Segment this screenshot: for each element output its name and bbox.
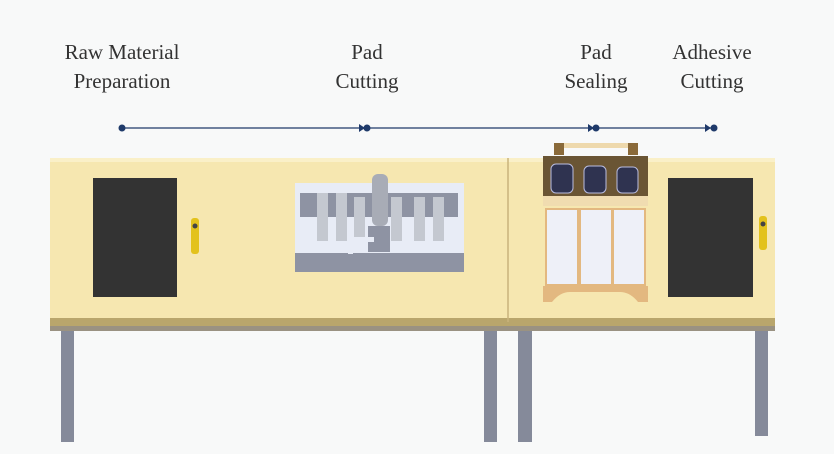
label-line: Preparation	[73, 69, 171, 93]
label-line: Pad	[351, 40, 383, 64]
timeline	[118, 124, 718, 132]
label-line: Cutting	[335, 69, 399, 93]
legs	[61, 330, 768, 442]
left-door-handle	[191, 218, 199, 254]
right-door-handle	[759, 216, 767, 250]
label-line: Cutting	[680, 69, 744, 93]
left-door-panel	[93, 178, 177, 297]
label-line: Raw Material	[64, 40, 180, 64]
label-line: Pad	[580, 40, 612, 64]
label-line: Adhesive	[672, 40, 752, 64]
pad-sealing-module	[543, 143, 648, 302]
label-line: Sealing	[564, 69, 628, 93]
right-door-panel	[668, 178, 753, 297]
pad-cutting-module	[295, 174, 464, 272]
